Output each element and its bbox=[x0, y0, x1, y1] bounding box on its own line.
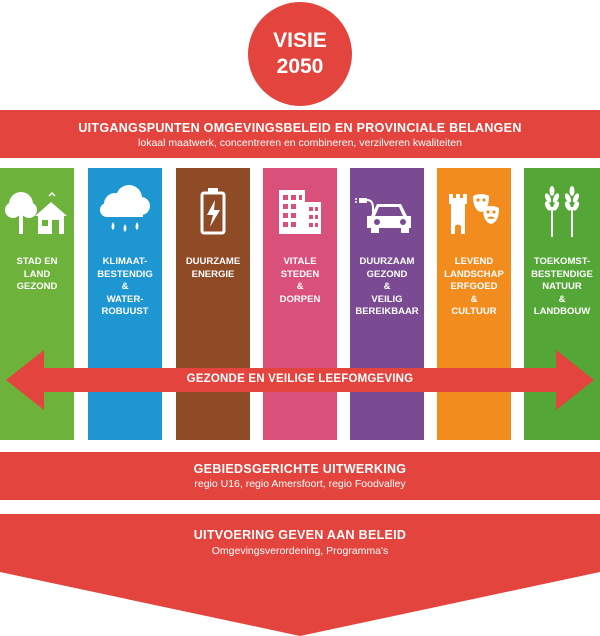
battery-icon bbox=[176, 180, 250, 242]
implementation-text: UITVOERING GEVEN AAN BELEID Omgevingsver… bbox=[0, 528, 600, 557]
implementation-title: UITVOERING GEVEN AAN BELEID bbox=[193, 528, 407, 542]
vision-circle: VISIE 2050 bbox=[248, 2, 352, 106]
wheat-icon bbox=[524, 180, 600, 242]
vision-line-1: VISIE bbox=[273, 29, 327, 52]
living-environment-arrow bbox=[6, 350, 594, 410]
top-band-subtitle: lokaal maatwerk, concentreren en combine… bbox=[138, 137, 462, 149]
middle-band-subtitle: regio U16, regio Amersfoort, regio Foodv… bbox=[194, 478, 406, 490]
vision-line-2: 2050 bbox=[276, 55, 324, 78]
buildings-icon bbox=[263, 180, 337, 242]
rain-cloud-icon bbox=[88, 180, 162, 242]
middle-band-title: GEBIEDSGERICHTE UITWERKING bbox=[193, 462, 407, 476]
implementation-subtitle: Omgevingsverordening, Programma's bbox=[211, 545, 389, 557]
top-band: UITGANGSPUNTEN OMGEVINGSBELEID EN PROVIN… bbox=[0, 110, 600, 158]
column-klimaat: KLIMAAT-BESTENDIG&WATER-ROBUUST bbox=[88, 168, 162, 440]
column-label: KLIMAAT-BESTENDIG&WATER-ROBUUST bbox=[97, 256, 153, 317]
living-environment-label: GEZONDE EN VEILIGE LEEFOMGEVING bbox=[186, 373, 414, 385]
tree-house-icon bbox=[0, 180, 74, 242]
top-band-title: UITGANGSPUNTEN OMGEVINGSBELEID EN PROVIN… bbox=[78, 121, 522, 135]
electric-car-icon bbox=[350, 180, 424, 242]
implementation-arrow bbox=[0, 514, 600, 636]
castle-masks-icon bbox=[437, 180, 511, 242]
middle-band: GEBIEDSGERICHTE UITWERKING regio U16, re… bbox=[0, 452, 600, 500]
